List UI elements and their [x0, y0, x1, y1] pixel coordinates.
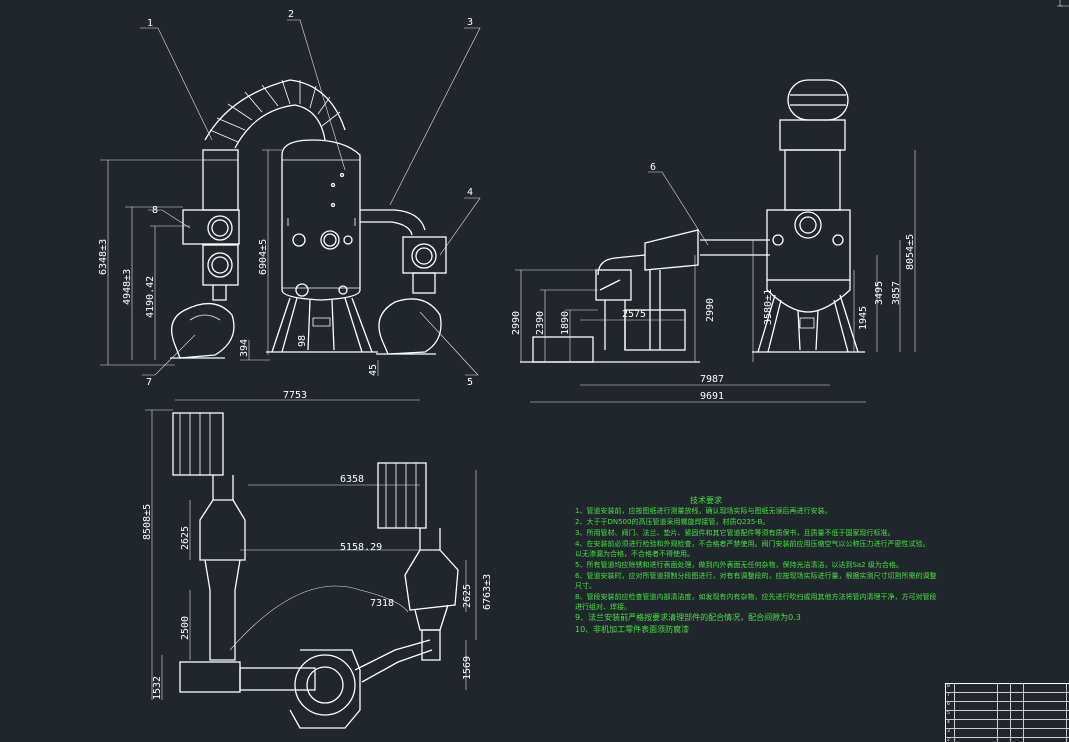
- dim-6348: 6348±3: [98, 239, 109, 275]
- dim-side-2990b: 2990: [705, 298, 716, 322]
- title-block-row: 8: [946, 684, 1069, 693]
- note-line: 3、所用管材、阀门、法兰、垫片、紧固件和其它管道配件等须有质保书，且质量不低于国…: [575, 529, 895, 537]
- note-line: 2、大于于DN500的高压管道采用螺旋焊接管，材质Q235-B。: [575, 518, 770, 526]
- dim-plan-8508: 8508±5: [142, 504, 153, 540]
- notes-title: 技术要求: [690, 496, 722, 505]
- dim-side-9691: 9691: [700, 391, 724, 402]
- dim-plan-6763: 6763±3: [482, 574, 493, 610]
- fan-left: [171, 303, 235, 359]
- dim-45: 45: [368, 364, 379, 376]
- title-block-row: 4: [946, 720, 1069, 729]
- label-1: 1: [147, 18, 153, 29]
- note-line: 5、所有管道均应除锈和进行表面处理，做到内外表面无任何杂物，保持光洁清洁，以达到…: [575, 561, 903, 569]
- dim-side-8054: 8054±5: [905, 234, 916, 270]
- title-block-row: 7: [946, 693, 1069, 702]
- title-block-row: 6: [946, 702, 1069, 711]
- note-line: 9、法兰安装前严格按要求清理部件的配合情况，配合间隙为0.3: [575, 613, 801, 622]
- dim-plan-2500: 2500: [180, 616, 191, 640]
- label-2: 2: [288, 9, 294, 20]
- dim-side-3580: 3580±1: [763, 289, 774, 325]
- dim-6904: 6904±5: [258, 239, 269, 275]
- dim-98: 98: [297, 335, 308, 347]
- frame-corner: [1059, 0, 1069, 7]
- dim-4948: 4948±3: [122, 269, 133, 305]
- dim-side-2990a: 2990: [511, 311, 522, 335]
- title-block-row: 5: [946, 711, 1069, 720]
- dim-side-2390: 2390: [535, 311, 546, 335]
- label-6: 6: [650, 162, 656, 173]
- label-7: 7: [146, 377, 152, 388]
- note-line: 进行组对、焊接。: [575, 603, 631, 611]
- dim-plan-2625b: 2625: [462, 584, 473, 608]
- front-view: 6348±3 4948±3 4190.42 6904±5 394 98 45 1…: [98, 9, 481, 388]
- side-view: 2990 2390 1890 2575 2990 3580±1 7987 969…: [511, 79, 916, 403]
- dim-side-2575: 2575: [622, 309, 646, 320]
- note-line: 8、管段安装前应检查管道内部清洁度，如发现有内有杂物，应先进行吹扫或用其他方法将…: [575, 593, 937, 601]
- title-block-row: 2: [946, 738, 1069, 742]
- label-8: 8: [152, 205, 158, 216]
- title-block-row: 3: [946, 729, 1069, 738]
- note-line: 以无渗漏为合格，不合格者不得使用。: [575, 550, 694, 558]
- dim-plan-1569: 1569: [462, 656, 473, 680]
- note-line: 尺寸。: [575, 582, 596, 590]
- title-block: 8 7 6 5 4 3 2: [945, 683, 1069, 742]
- dim-plan-7753: 7753: [283, 390, 307, 401]
- dim-side-3495: 3495: [874, 281, 885, 305]
- note-line: 4、在安装前必须进行检验和外观检查，不合格者严禁使用。阀门安装前应用压缩空气以公…: [575, 540, 930, 548]
- dim-plan-6358: 6358: [340, 474, 364, 485]
- note-line: 10、非机加工零件表面须防腐漆: [575, 625, 690, 634]
- dim-plan-7318: 7318: [370, 598, 394, 609]
- dim-side-3857: 3857: [891, 281, 902, 305]
- dim-plan-5158: 5158.29: [340, 542, 382, 553]
- label-5: 5: [467, 377, 473, 388]
- duct-arch-inner: [234, 104, 326, 149]
- dim-side-1945: 1945: [858, 306, 869, 330]
- dim-394: 394: [239, 339, 250, 357]
- tank-body: [281, 139, 361, 301]
- fan-right: [378, 298, 442, 355]
- duct-arch-outer: [204, 79, 346, 141]
- dim-side-1890: 1890: [560, 311, 571, 335]
- note-line: 1、管道安装前，应按图纸进行测量放线，确认现场实际与图纸无误后再进行安装。: [575, 507, 832, 515]
- label-3: 3: [467, 17, 473, 28]
- plan-view: 7753 6358 8508±5 2625 5158.29 2500 7318 …: [142, 390, 493, 729]
- label-4: 4: [467, 187, 473, 198]
- dim-plan-2625a: 2625: [180, 526, 191, 550]
- note-line: 6、管道安装时，应对所管道预制分段图进行，对有有调整段的，应按现场实际进行量，根…: [575, 572, 937, 580]
- dim-plan-1532: 1532: [152, 676, 163, 700]
- dim-4190: 4190.42: [145, 276, 156, 318]
- dim-side-7987: 7987: [700, 374, 724, 385]
